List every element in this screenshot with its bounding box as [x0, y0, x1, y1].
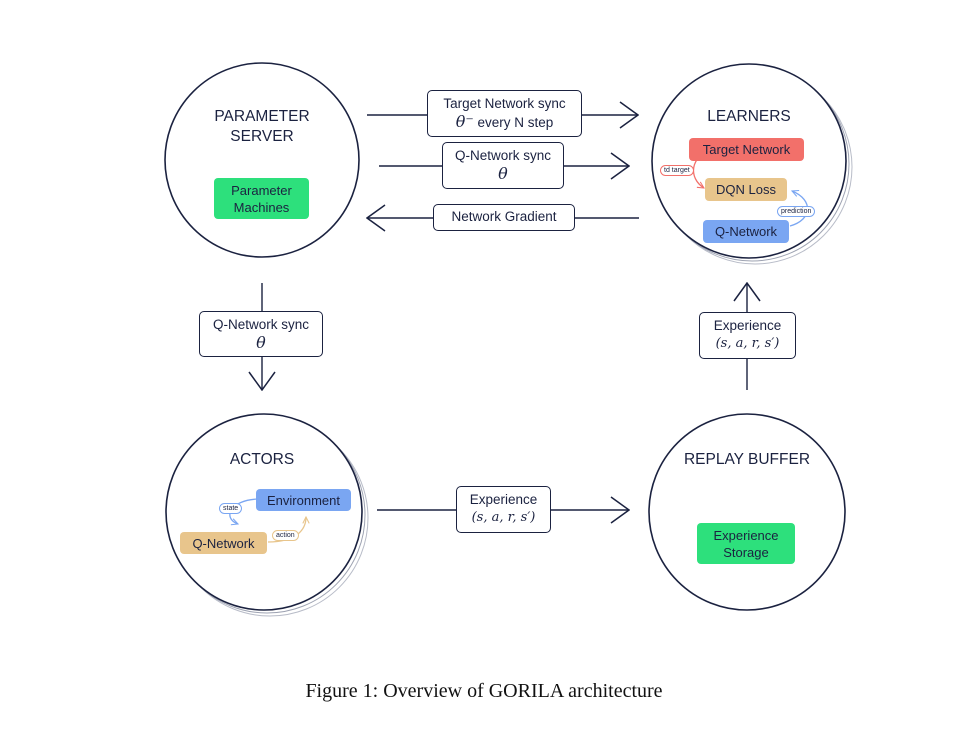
parameter-machines-chip: Parameter Machines	[214, 178, 309, 219]
experience-up-line1: Experience	[713, 318, 782, 333]
actors-title: ACTORS	[229, 451, 295, 468]
target-sync-line1: Target Network sync	[443, 96, 566, 111]
q-sync-left-line1: Q-Network sync	[212, 317, 310, 332]
target-sync-line2: θ⁻ every N step	[428, 113, 581, 132]
parameter-server-circle	[164, 62, 360, 258]
dqn-loss-chip: DQN Loss	[705, 178, 787, 201]
replay-buffer-title: REPLAY BUFFER	[683, 451, 811, 468]
experience-right-label: Experience (s, a, r, s′)	[456, 486, 551, 533]
experience-up-label: Experience (s, a, r, s′)	[699, 312, 796, 359]
environment-chip: Environment	[256, 489, 351, 511]
target-network-chip: Target Network	[689, 138, 804, 161]
q-sync-top-label: Q-Network sync θ	[442, 142, 564, 189]
experience-storage-chip: Experience Storage	[697, 523, 795, 564]
parameter-server-title-line2: SERVER	[230, 128, 294, 145]
gradient-label: Network Gradient	[433, 204, 575, 231]
parameter-server-title-line1: PARAMETER	[214, 108, 310, 125]
experience-right-line1: Experience	[469, 492, 538, 507]
q-network-chip-learners: Q-Network	[703, 220, 789, 243]
q-network-chip-actors: Q-Network	[180, 532, 267, 554]
theta-minus-symbol: θ⁻	[455, 112, 474, 131]
target-sync-label: Target Network sync θ⁻ every N step	[427, 90, 582, 137]
target-sync-line2-text: every N step	[473, 115, 554, 130]
figure-caption: Figure 1: Overview of GORILA architectur…	[305, 680, 663, 702]
replay-buffer-circle	[648, 413, 846, 611]
state-tag: state	[219, 503, 243, 514]
prediction-tag: prediction	[777, 206, 816, 217]
td-target-tag: td target	[660, 165, 694, 176]
q-sync-left-label: Q-Network sync θ	[199, 311, 323, 357]
q-sync-left-theta: θ	[256, 333, 266, 352]
parameter-server-title: PARAMETER SERVER	[192, 107, 332, 147]
q-sync-top-line1: Q-Network sync	[454, 148, 552, 163]
experience-right-tuple: (s, a, r, s′)	[471, 510, 536, 525]
experience-up-tuple: (s, a, r, s′)	[715, 336, 780, 351]
action-tag: action	[272, 530, 299, 541]
actors-circle-stack	[165, 413, 369, 617]
learners-title: LEARNERS	[707, 108, 791, 125]
q-sync-top-theta: θ	[498, 164, 508, 183]
